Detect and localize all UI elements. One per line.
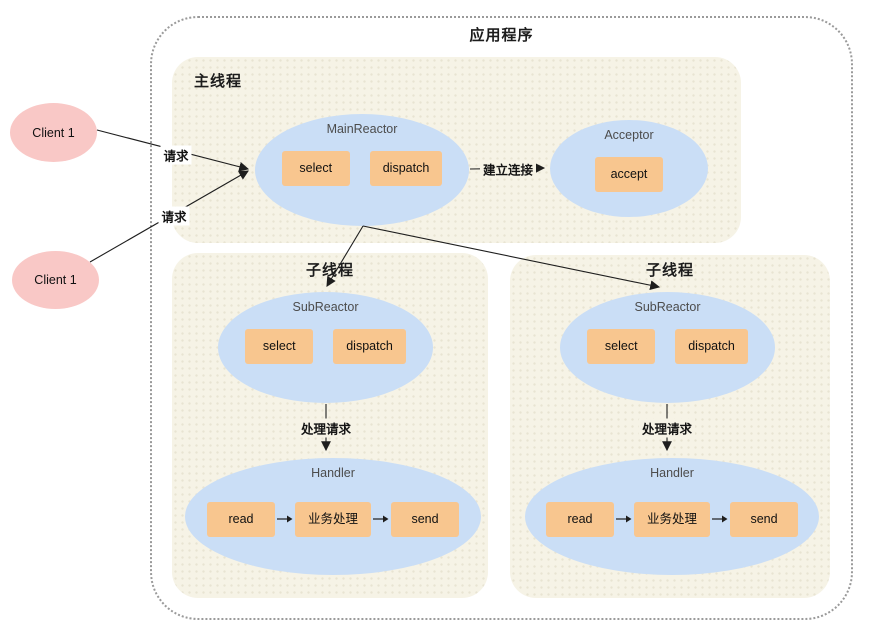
request-label-bottom: 请求 — [158, 206, 190, 226]
read-box: read — [545, 502, 614, 537]
arrow-right-icon — [373, 515, 389, 523]
dispatch-box: dispatch — [369, 151, 443, 186]
main-reactor-boxes: select dispatch — [281, 151, 443, 186]
business-box: 业务处理 — [633, 502, 710, 537]
sub-reactor-title: SubReactor — [634, 300, 701, 314]
sub-reactor-node-left: SubReactor select dispatch — [218, 292, 433, 403]
handler-boxes: read 业务处理 send — [206, 502, 459, 537]
sub-reactor-boxes: select dispatch — [587, 329, 748, 364]
accept-box: accept — [595, 157, 663, 192]
sub-thread-label-left: 子线程 — [305, 262, 354, 279]
handler-node-left: Handler read 业务处理 send — [185, 458, 481, 575]
handler-boxes: read 业务处理 send — [545, 502, 798, 537]
handler-title: Handler — [311, 466, 355, 480]
handle-request-label-left: 处理请求 — [297, 418, 355, 438]
dispatch-box: dispatch — [333, 329, 406, 364]
main-reactor-title: MainReactor — [326, 122, 398, 136]
sub-reactor-title: SubReactor — [292, 300, 359, 314]
select-box: select — [587, 329, 656, 364]
establish-connection-label: 建立连接 — [479, 159, 537, 179]
application-title: 应用程序 — [469, 27, 534, 44]
application-boundary: 应用程序 — [150, 16, 853, 620]
read-box: read — [206, 502, 275, 537]
sub-thread-label-right: 子线程 — [645, 262, 694, 279]
client-label: Client 1 — [34, 273, 77, 287]
main-reactor-node: MainReactor select dispatch — [255, 114, 469, 226]
sub-reactor-node-right: SubReactor select dispatch — [560, 292, 775, 403]
request-label-top: 请求 — [160, 145, 192, 165]
client-node-bottom: Client 1 — [12, 251, 99, 309]
handler-title: Handler — [650, 466, 694, 480]
main-thread-label: 主线程 — [194, 73, 243, 90]
arrow-right-icon — [615, 515, 632, 523]
client-label: Client 1 — [32, 125, 75, 140]
arrow-right-icon — [712, 515, 728, 523]
dispatch-box: dispatch — [675, 329, 748, 364]
sub-reactor-boxes: select dispatch — [245, 329, 406, 364]
acceptor-node: Acceptor accept — [550, 120, 708, 217]
business-box: 业务处理 — [294, 502, 371, 537]
send-box: send — [391, 502, 459, 537]
acceptor-boxes: accept — [595, 157, 663, 192]
handler-node-right: Handler read 业务处理 send — [525, 458, 819, 575]
handle-request-label-right: 处理请求 — [638, 418, 696, 438]
send-box: send — [730, 502, 798, 537]
acceptor-title: Acceptor — [604, 128, 654, 142]
client-node-top: Client 1 — [10, 103, 97, 162]
select-box: select — [281, 151, 350, 186]
select-box: select — [245, 329, 314, 364]
arrow-right-icon — [276, 515, 293, 523]
